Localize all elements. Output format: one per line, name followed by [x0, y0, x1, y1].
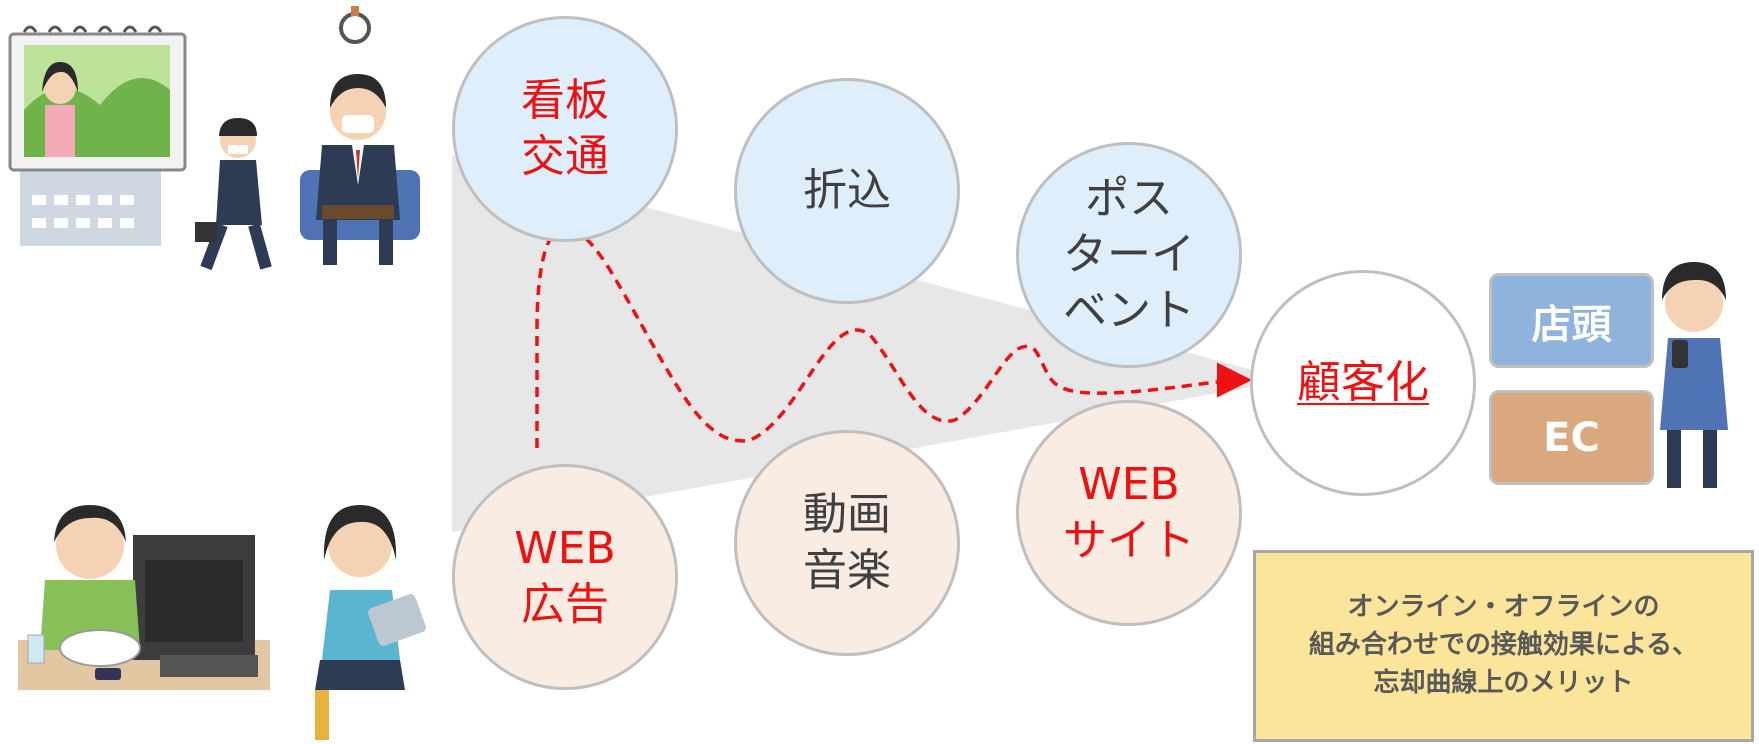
- train-passenger-icon: [300, 6, 420, 265]
- smartphone-user-icon: [1660, 262, 1728, 488]
- website-circle: WEB サイト: [1016, 400, 1242, 626]
- funnel-shape: [452, 155, 1290, 532]
- note-line-2: 組み合わせでの接触効果による、: [1308, 630, 1699, 661]
- walking-businessman-icon: [195, 118, 272, 271]
- customer-acquisition-label[interactable]: 顧客化: [1297, 356, 1429, 408]
- note-line-1: オンライン・オフラインの: [1347, 592, 1660, 623]
- website-line-2: サイト: [1063, 515, 1195, 566]
- video-line-1: 動画: [803, 488, 891, 540]
- ec-channel-box: EC: [1489, 390, 1654, 485]
- ec-channel-label: EC: [1543, 414, 1600, 461]
- benefit-note-box: オンライン・オフラインの 組み合わせでの接触効果による、 忘却曲線上のメリット: [1253, 550, 1754, 742]
- web-ad-line-1: WEB: [514, 522, 616, 574]
- poster-event-circle: ポス ターイ ベント: [1016, 142, 1242, 368]
- pc-user-eating-icon: [18, 505, 270, 690]
- poster-line-3: ベント: [1063, 285, 1195, 337]
- forgetting-curve: [535, 225, 1252, 448]
- flyer-label: 折込: [803, 164, 891, 216]
- web-ad-circle: WEB 広告: [452, 464, 678, 690]
- customer-acquisition-circle: 顧客化: [1250, 270, 1476, 496]
- store-channel-box: 店頭: [1489, 273, 1654, 368]
- billboard-line-2: 交通: [521, 131, 609, 182]
- tablet-user-icon: [315, 505, 426, 740]
- store-channel-label: 店頭: [1531, 301, 1612, 348]
- billboard-icon: [8, 25, 187, 246]
- note-line-3: 忘却曲線上のメリット: [1373, 667, 1634, 698]
- poster-line-2: ターイ: [1063, 228, 1195, 280]
- website-line-1: WEB: [1078, 458, 1180, 510]
- poster-line-1: ポス: [1085, 172, 1173, 224]
- billboard-line-1: 看板: [521, 74, 609, 126]
- web-ad-line-2: 広告: [521, 579, 609, 630]
- billboard-transit-circle: 看板 交通: [452, 16, 678, 242]
- video-music-circle: 動画 音楽: [734, 430, 960, 656]
- video-line-2: 音楽: [803, 545, 891, 596]
- flyer-circle: 折込: [734, 78, 960, 304]
